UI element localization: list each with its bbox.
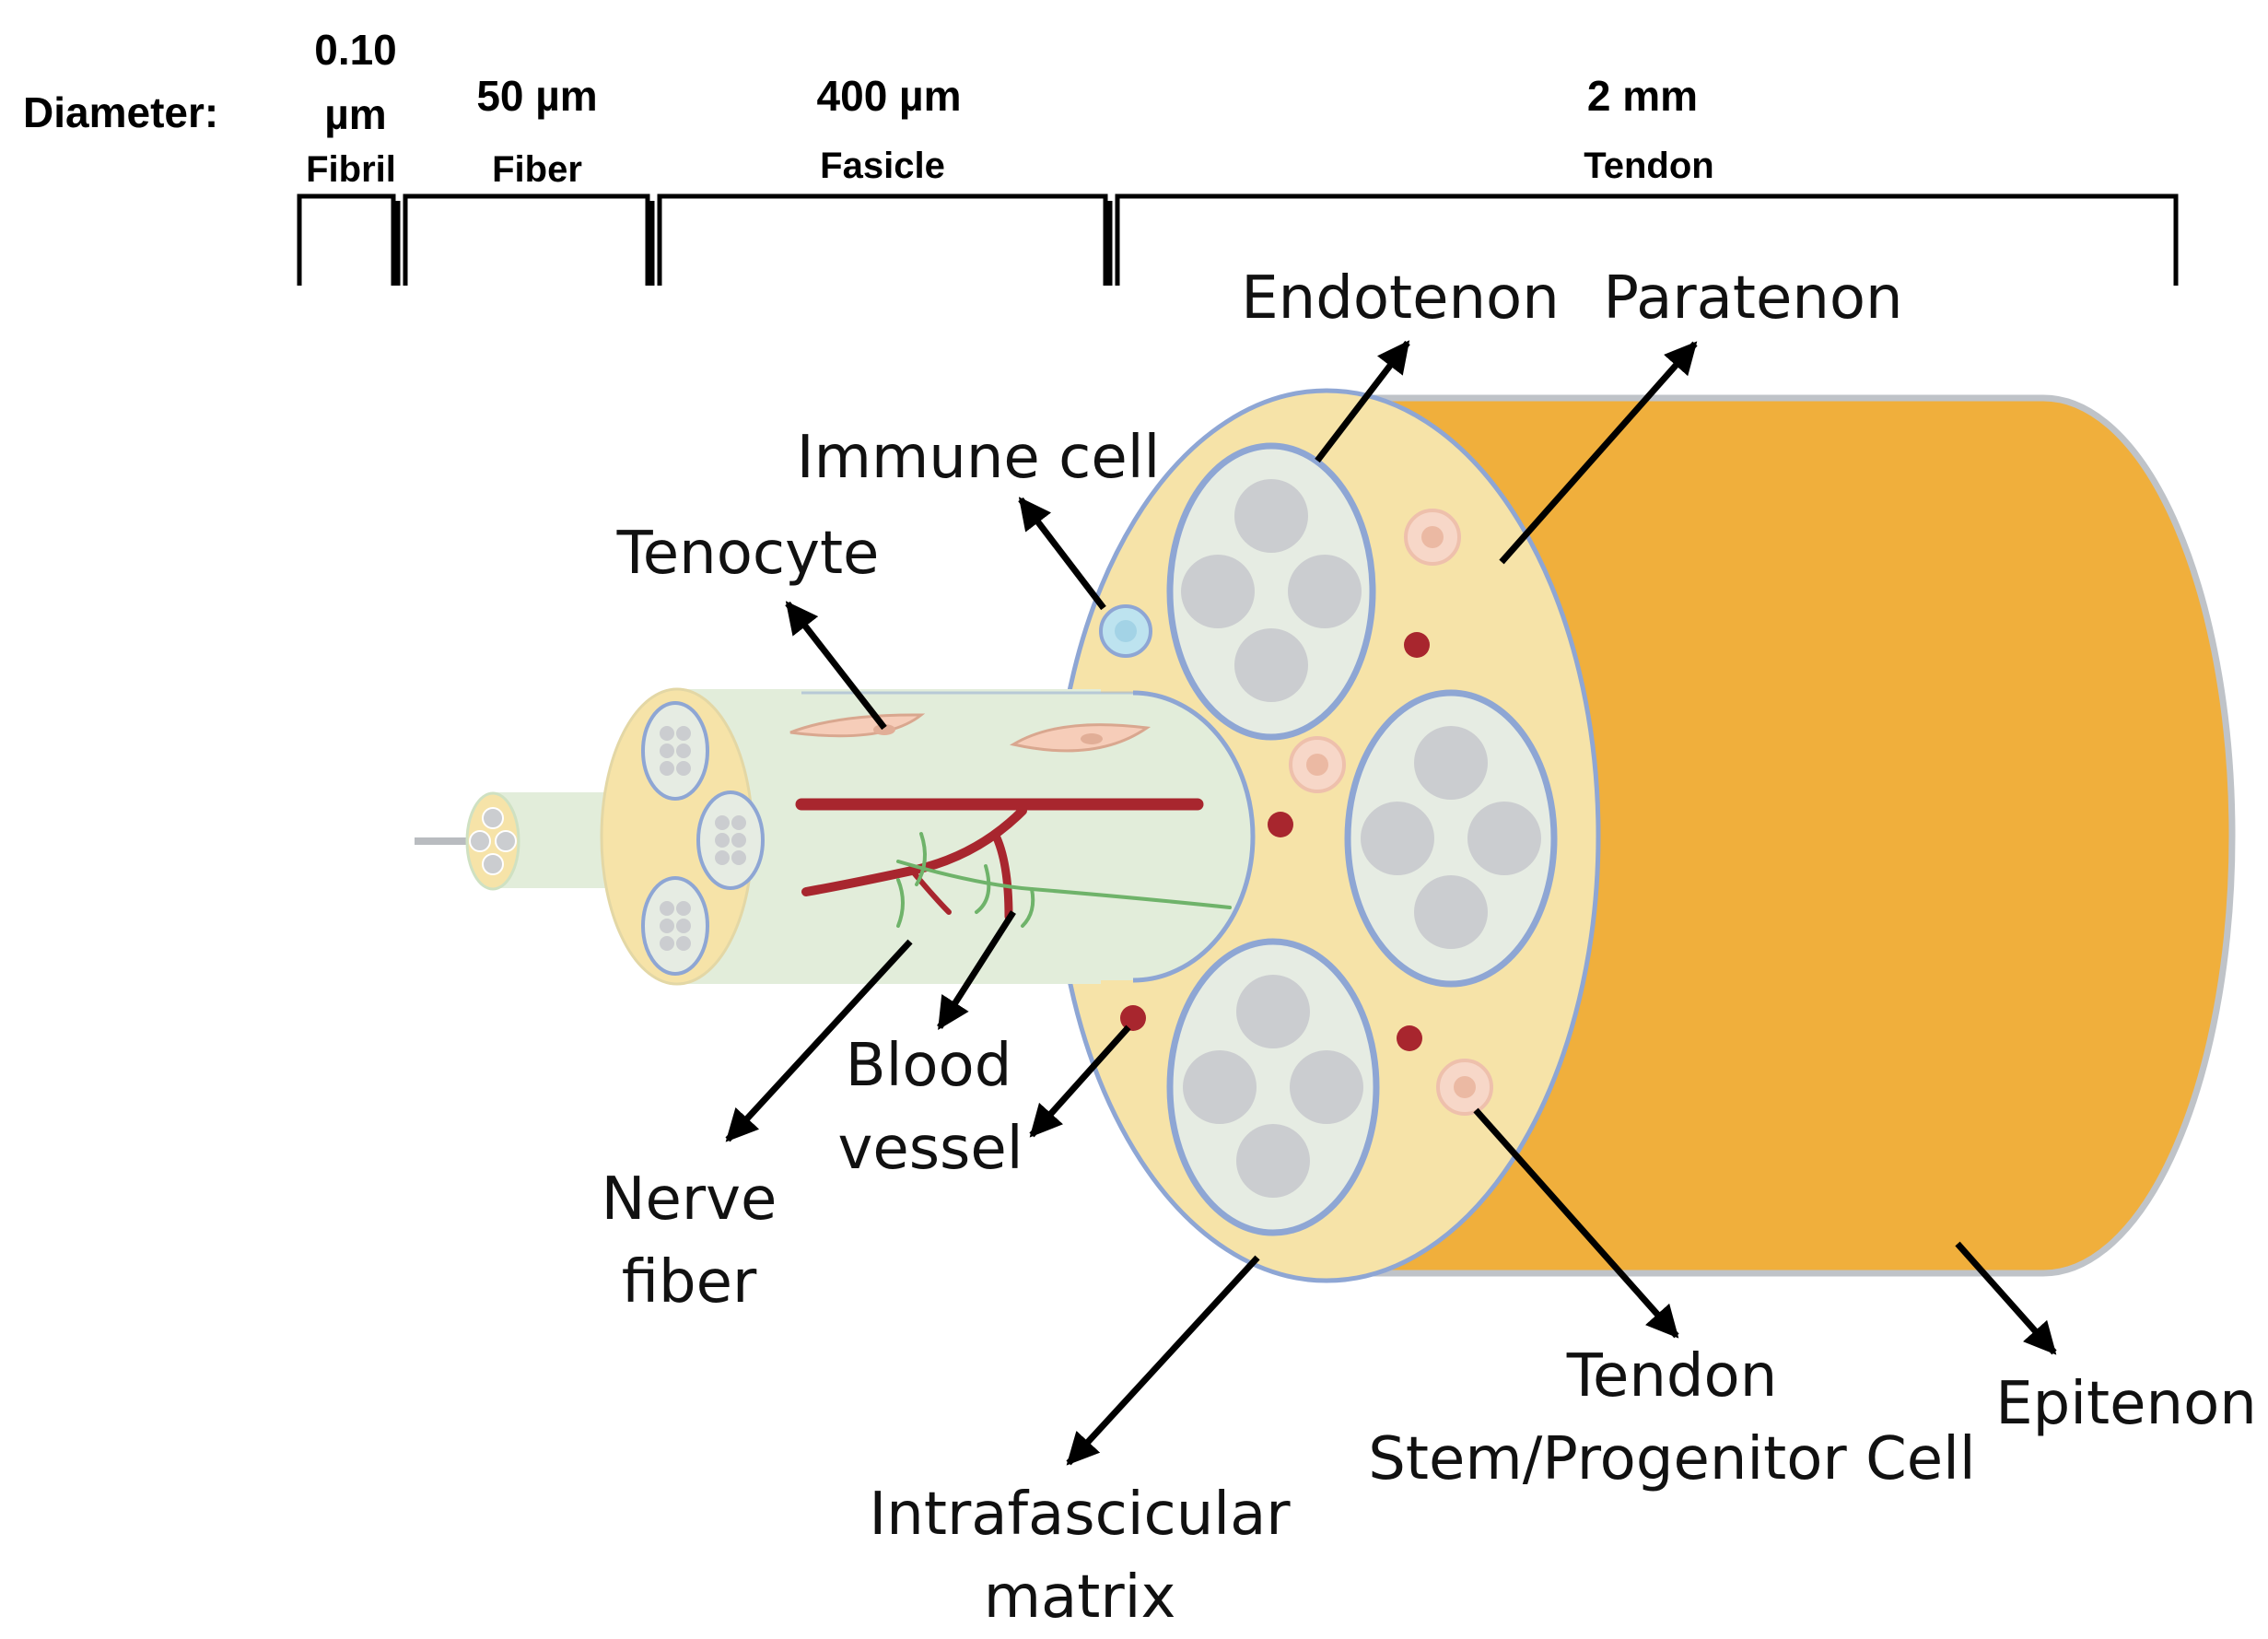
label-intrafascicular-line2: matrix xyxy=(984,1563,1176,1632)
label-tspc-line2: Stem/Progenitor Cell xyxy=(1368,1425,1975,1493)
fibril-size-line1: 0.10 xyxy=(314,26,397,74)
label-tenocyte: Tenocyte xyxy=(616,520,880,588)
fibril-name: Fibril xyxy=(306,149,396,190)
arrow-paratenon xyxy=(1499,341,1698,565)
fiber-name: Fiber xyxy=(492,149,582,190)
tendon-size: 2 mm xyxy=(1587,72,1698,120)
arrow-blood-vessel xyxy=(937,910,1016,1030)
label-epitenon: Epitenon xyxy=(1995,1370,2257,1438)
label-tspc-line1: Tendon xyxy=(1566,1342,1778,1411)
arrow-endotenon xyxy=(1315,340,1410,463)
fascicle xyxy=(789,690,1256,983)
tendon-bracket xyxy=(1115,193,2179,286)
label-paratenon: Paratenon xyxy=(1603,264,1902,333)
nerve-fiber-network xyxy=(896,832,1232,928)
fiber-bracket xyxy=(403,193,650,286)
label-immune-cell: Immune cell xyxy=(797,424,1161,492)
label-intrafascicular-line1: Intrafascicular xyxy=(869,1481,1291,1549)
fascicle-bracket xyxy=(657,193,1108,286)
tenocyte-cell xyxy=(789,713,926,738)
arrow-tenocyte xyxy=(785,601,887,731)
arrow-epitenon xyxy=(1955,1241,2057,1355)
vessel-dots xyxy=(1120,632,1430,1051)
label-nerve-fiber-line1: Nerve xyxy=(602,1165,777,1234)
tendon-name: Tendon xyxy=(1584,146,1713,186)
diameter-prefix: Diameter: xyxy=(23,88,218,136)
fibril-bracket xyxy=(297,193,396,286)
fascicle-cross-sections xyxy=(1099,442,1558,1236)
arrow-vessel-dot xyxy=(1029,1024,1131,1138)
stem-progenitor-cells xyxy=(1289,509,1493,1116)
annotation-arrows xyxy=(725,340,2057,1466)
fiber-size: 50 µm xyxy=(476,72,597,120)
arrow-tspc xyxy=(1473,1107,1679,1339)
label-blood-vessel-line2: vessel xyxy=(837,1115,1023,1183)
arrow-intrafascicular-matrix xyxy=(1066,1255,1260,1466)
labels: Endotenon Paratenon Immune cell Tenocyte… xyxy=(602,264,2257,1632)
label-endotenon: Endotenon xyxy=(1241,264,1560,333)
label-nerve-fiber-line2: fiber xyxy=(622,1248,757,1317)
scale-bar: Diameter: 0.10 µm Fibril 50 µm Fiber 400… xyxy=(23,26,2179,286)
fascicle-size: 400 µm xyxy=(817,72,962,120)
blood-vessel-network xyxy=(795,798,1204,921)
tenocyte-cell xyxy=(1009,723,1152,753)
label-blood-vessel-line1: Blood xyxy=(846,1032,1012,1100)
fibril-size-line2: µm xyxy=(324,90,386,138)
immune-cell xyxy=(1099,604,1152,658)
arrow-nerve-fiber xyxy=(725,939,913,1142)
fascicle-name: Fasicle xyxy=(820,146,945,186)
arrow-immune-cell xyxy=(1018,497,1106,611)
